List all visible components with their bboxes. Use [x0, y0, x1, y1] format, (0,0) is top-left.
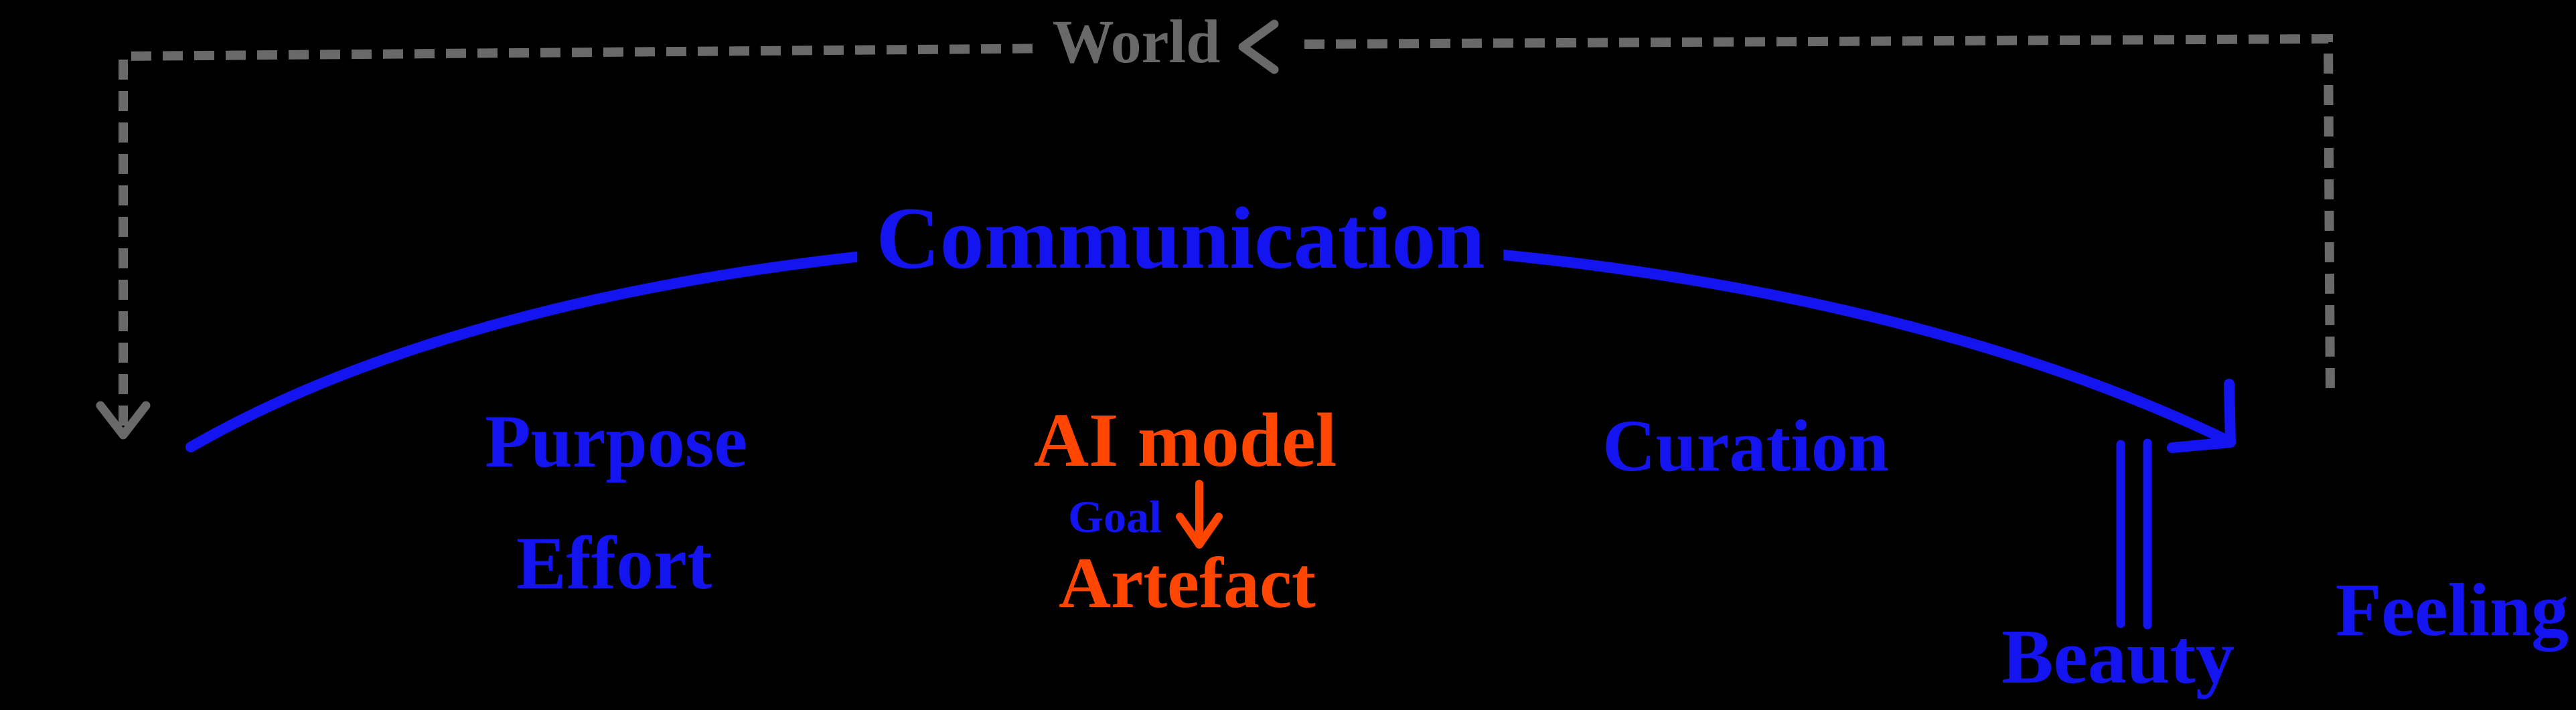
left-arrowhead-into-world-icon — [1238, 19, 1279, 74]
goal-down-arrowhead-icon — [1176, 513, 1223, 549]
label-feeling: Feeling — [2335, 569, 2569, 652]
dashed-feedback-line-right — [1304, 33, 2335, 397]
label-goal: Goal — [1068, 491, 1162, 542]
label-curation: Curation — [1602, 405, 1889, 486]
label-ai-model: AI model — [1033, 397, 1337, 482]
label-artefact: Artefact — [1059, 543, 1316, 623]
label-communication: Communication — [857, 194, 1504, 282]
label-purpose: Purpose — [485, 400, 747, 483]
label-world: World — [1033, 11, 1239, 72]
label-effort: Effort — [516, 522, 712, 605]
dashed-feedback-line-left — [119, 42, 1233, 426]
curve-down-right-arrowhead-icon — [2167, 379, 2236, 453]
down-arrowhead-left-icon — [96, 401, 151, 440]
label-beauty: Beauty — [2001, 614, 2234, 700]
